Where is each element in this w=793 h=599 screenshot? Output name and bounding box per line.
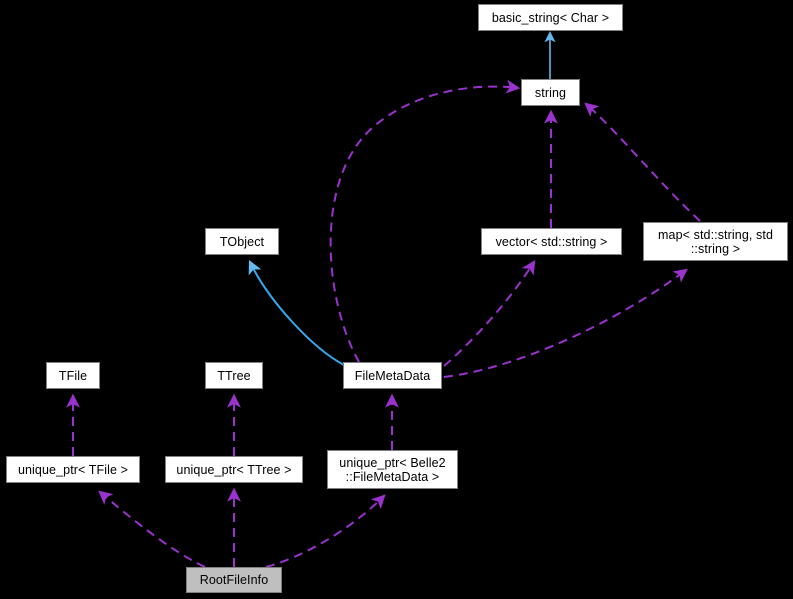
class-node-label: unique_ptr< Belle2 ::FileMetaData > [339, 455, 446, 484]
class-node-label: map< std::string, std ::string > [658, 227, 773, 256]
class-node-label: unique_ptr< TTree > [176, 462, 292, 477]
class-node-filemetadata[interactable]: FileMetaData [343, 362, 442, 389]
class-node-basic_string[interactable]: basic_string< Char > [478, 4, 623, 31]
class-node-tfile[interactable]: TFile [46, 362, 100, 389]
edge-filemetadata-to-tobject [248, 259, 345, 366]
class-node-unique_ptr_tfile[interactable]: unique_ptr< TFile > [6, 456, 140, 483]
edge-filemetadata-to-string [329, 79, 521, 363]
edge-rootfileinfo-to-unique-ptr-filemetadata [265, 494, 386, 568]
class-node-label: TFile [58, 368, 88, 383]
edge-map-to-string [584, 102, 701, 222]
class-node-label: vector< std::string > [495, 234, 608, 249]
class-node-label: string [534, 85, 567, 100]
class-node-tobject[interactable]: TObject [205, 228, 279, 255]
edge-filemetadata-to-map [443, 268, 688, 378]
class-node-string[interactable]: string [521, 79, 580, 106]
class-node-label: TTree [217, 368, 251, 383]
class-node-rootfileinfo[interactable]: RootFileInfo [186, 567, 282, 593]
class-node-unique_ptr_filemetadata[interactable]: unique_ptr< Belle2 ::FileMetaData > [327, 450, 458, 489]
class-node-label: unique_ptr< TFile > [17, 462, 129, 477]
class-node-label: basic_string< Char > [491, 10, 610, 25]
class-node-map_string_string[interactable]: map< std::string, std ::string > [643, 222, 788, 261]
class-node-vector_string[interactable]: vector< std::string > [481, 228, 622, 255]
class-node-ttree[interactable]: TTree [205, 362, 263, 389]
class-node-label: RootFileInfo [199, 573, 269, 587]
class-node-label: FileMetaData [354, 368, 431, 383]
edge-rootfileinfo-to-unique-ptr-tfile [98, 490, 206, 568]
class-node-unique_ptr_ttree[interactable]: unique_ptr< TTree > [165, 456, 303, 483]
edge-filemetadata-to-vector-string [443, 260, 536, 367]
class-node-label: TObject [219, 234, 265, 249]
